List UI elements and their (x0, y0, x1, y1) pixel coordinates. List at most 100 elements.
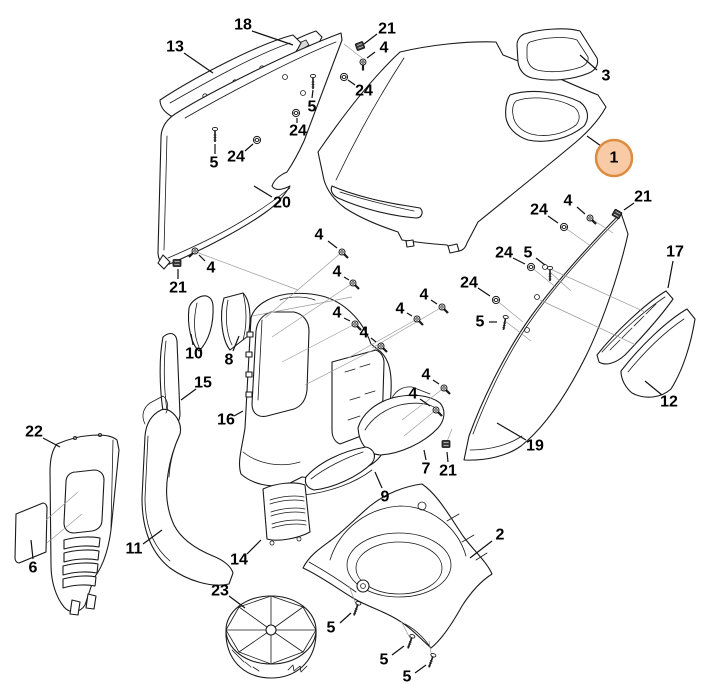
part-label-4[interactable]: 4 (333, 305, 351, 322)
guide-line (563, 226, 593, 248)
part-label-21[interactable]: 21 (439, 451, 457, 480)
part-label-20[interactable]: 20 (253, 185, 291, 212)
part-number-text: 4 (422, 367, 431, 384)
leader-line (180, 388, 197, 401)
part-label-4[interactable]: 4 (409, 386, 431, 407)
part-label-1[interactable]: 1 (586, 135, 634, 178)
part-label-5[interactable]: 5 (327, 612, 352, 637)
part-label-11[interactable]: 11 (126, 529, 163, 558)
part-label-13[interactable]: 13 (166, 39, 214, 74)
screw-fastener-icon (359, 58, 367, 71)
nut-fastener-icon (291, 108, 301, 118)
guide-line (495, 299, 524, 323)
guide-line (401, 387, 445, 421)
leader-line (311, 89, 314, 99)
part-label-23[interactable]: 23 (211, 583, 246, 609)
leader-line (253, 185, 273, 198)
leader-line (233, 410, 244, 417)
part-label-24[interactable]: 24 (495, 245, 526, 265)
part-number-text: 4 (396, 301, 405, 318)
part-label-24[interactable]: 24 (289, 118, 307, 140)
part-label-2[interactable]: 2 (469, 527, 505, 559)
guide-line (264, 251, 343, 319)
bolt-fastener-icon (353, 601, 362, 616)
part-label-17[interactable]: 17 (666, 244, 684, 289)
part-number-text: 5 (476, 314, 485, 331)
parts-drawing (14, 28, 696, 679)
part-label-4[interactable]: 4 (422, 367, 440, 385)
part-label-18[interactable]: 18 (234, 17, 294, 46)
part-number-text: 9 (381, 489, 390, 506)
part-3-bezel (516, 28, 599, 81)
screw-fastener-icon (413, 315, 424, 326)
part-label-24[interactable]: 24 (227, 143, 254, 166)
part-19-side-panel (463, 212, 629, 461)
guide-line (371, 306, 443, 349)
part-label-5[interactable]: 5 (210, 144, 219, 172)
leader-line (406, 312, 413, 317)
part-label-12[interactable]: 12 (644, 380, 678, 411)
screw-fastener-icon (349, 279, 360, 290)
part-number-text: 4 (315, 227, 324, 244)
part-label-6[interactable]: 6 (29, 539, 38, 577)
part-label-4[interactable]: 4 (198, 254, 216, 277)
part-label-5[interactable]: 5 (403, 664, 427, 684)
part-label-14[interactable]: 14 (230, 539, 262, 569)
part-label-15[interactable]: 15 (180, 375, 212, 401)
part-number-text: 16 (217, 412, 235, 429)
part-label-4[interactable]: 4 (315, 227, 338, 249)
part-label-19[interactable]: 19 (496, 422, 544, 455)
part-label-4[interactable]: 4 (396, 301, 413, 318)
part-label-4[interactable]: 4 (564, 193, 586, 215)
part-label-5[interactable]: 5 (380, 645, 405, 669)
part-number-text: 12 (660, 394, 678, 411)
screw-fastener-icon (188, 247, 199, 258)
part-label-7[interactable]: 7 (422, 449, 431, 478)
part-label-21[interactable]: 21 (623, 189, 652, 211)
clip-fastener-icon (611, 208, 623, 220)
part-number-text: 7 (422, 461, 431, 478)
part-label-3[interactable]: 3 (579, 54, 611, 85)
leader-line (547, 215, 559, 224)
guide-line (504, 320, 532, 342)
part-number-text: 18 (234, 17, 252, 34)
assembly-guide-lines (45, 43, 646, 660)
leader-line (423, 449, 427, 461)
part-label-8[interactable]: 8 (225, 335, 240, 369)
part-number-text: 5 (327, 620, 336, 637)
part-label-24[interactable]: 24 (460, 275, 491, 297)
part-label-21[interactable]: 21 (363, 21, 396, 45)
part-number-text: 17 (666, 244, 684, 261)
guide-line (547, 267, 646, 313)
part-label-21[interactable]: 21 (169, 269, 187, 297)
part-number-text: 13 (166, 39, 184, 56)
part-12-shield (620, 308, 696, 398)
nut-fastener-icon (252, 135, 262, 145)
part-label-5[interactable]: 5 (308, 89, 317, 116)
part-label-4[interactable]: 4 (420, 287, 438, 305)
part-label-5[interactable]: 5 (524, 245, 546, 266)
part-number-text: 5 (524, 245, 533, 262)
leader-line (343, 317, 351, 322)
leader-line (496, 422, 527, 441)
guide-line (539, 299, 637, 346)
part-label-16[interactable]: 16 (217, 410, 244, 429)
leader-line (414, 664, 427, 674)
part-label-9[interactable]: 9 (374, 471, 390, 506)
part-label-24[interactable]: 24 (347, 79, 373, 100)
bolt-fastener-icon (309, 73, 317, 89)
part-label-5[interactable]: 5 (476, 314, 497, 331)
leader-line (363, 33, 378, 45)
part-number-text: 24 (460, 275, 478, 292)
part-label-24[interactable]: 24 (530, 202, 559, 224)
part-label-10[interactable]: 10 (185, 333, 203, 363)
part-label-4[interactable]: 4 (366, 40, 389, 59)
part-number-text: 24 (355, 83, 373, 100)
leader-line (512, 257, 526, 265)
leader-line (251, 30, 294, 46)
part-label-22[interactable]: 22 (25, 424, 61, 448)
part-label-4[interactable]: 4 (333, 264, 350, 281)
part-label-4[interactable]: 4 (360, 325, 377, 343)
part-number-text: 21 (169, 280, 187, 297)
